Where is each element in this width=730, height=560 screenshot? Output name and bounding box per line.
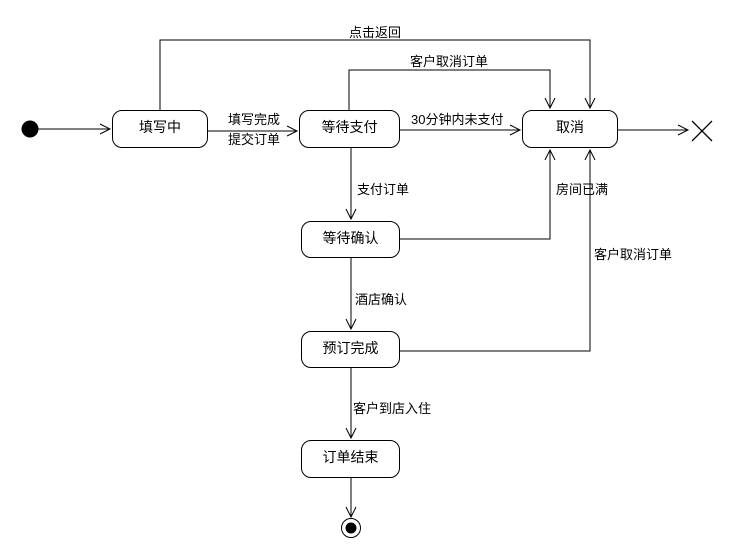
edge-label-unpaid-30min: 30分钟内未支付 — [411, 112, 504, 127]
state-awaiting-confirmation: 等待确认 — [301, 221, 400, 258]
edge-label-customer-cancel-top: 客户取消订单 — [410, 54, 489, 69]
state-awaiting-payment: 等待支付 — [299, 110, 400, 148]
final-node — [341, 518, 361, 538]
initial-node — [21, 120, 39, 138]
state-order-ended: 订单结束 — [301, 440, 400, 478]
state-cancelled: 取消 — [522, 110, 618, 148]
edge-room-full — [400, 148, 556, 240]
edge-label-pay-order: 支付订单 — [357, 182, 410, 197]
edge-label-customer-cancel-right: 客户取消订单 — [594, 247, 673, 262]
edge-label-room-full: 房间已满 — [556, 182, 609, 197]
state-booking-complete: 预订完成 — [301, 331, 400, 368]
edge-label-fill-complete-line1: 填写完成 — [228, 112, 281, 127]
state-filling: 填写中 — [112, 110, 208, 148]
edge-label-checkin: 客户到店入住 — [353, 401, 432, 416]
edge-label-fill-complete-line2: 提交订单 — [228, 132, 281, 147]
edge-click-return — [159, 39, 596, 110]
edge-customer-cancel-from-booking-complete — [400, 148, 596, 352]
edge-label-click-return: 点击返回 — [349, 25, 402, 40]
edge-customer-cancel-from-awaiting-payment — [348, 69, 556, 110]
edge-label-hotel-confirm: 酒店确认 — [355, 292, 408, 307]
terminate-x-icon — [691, 120, 713, 142]
